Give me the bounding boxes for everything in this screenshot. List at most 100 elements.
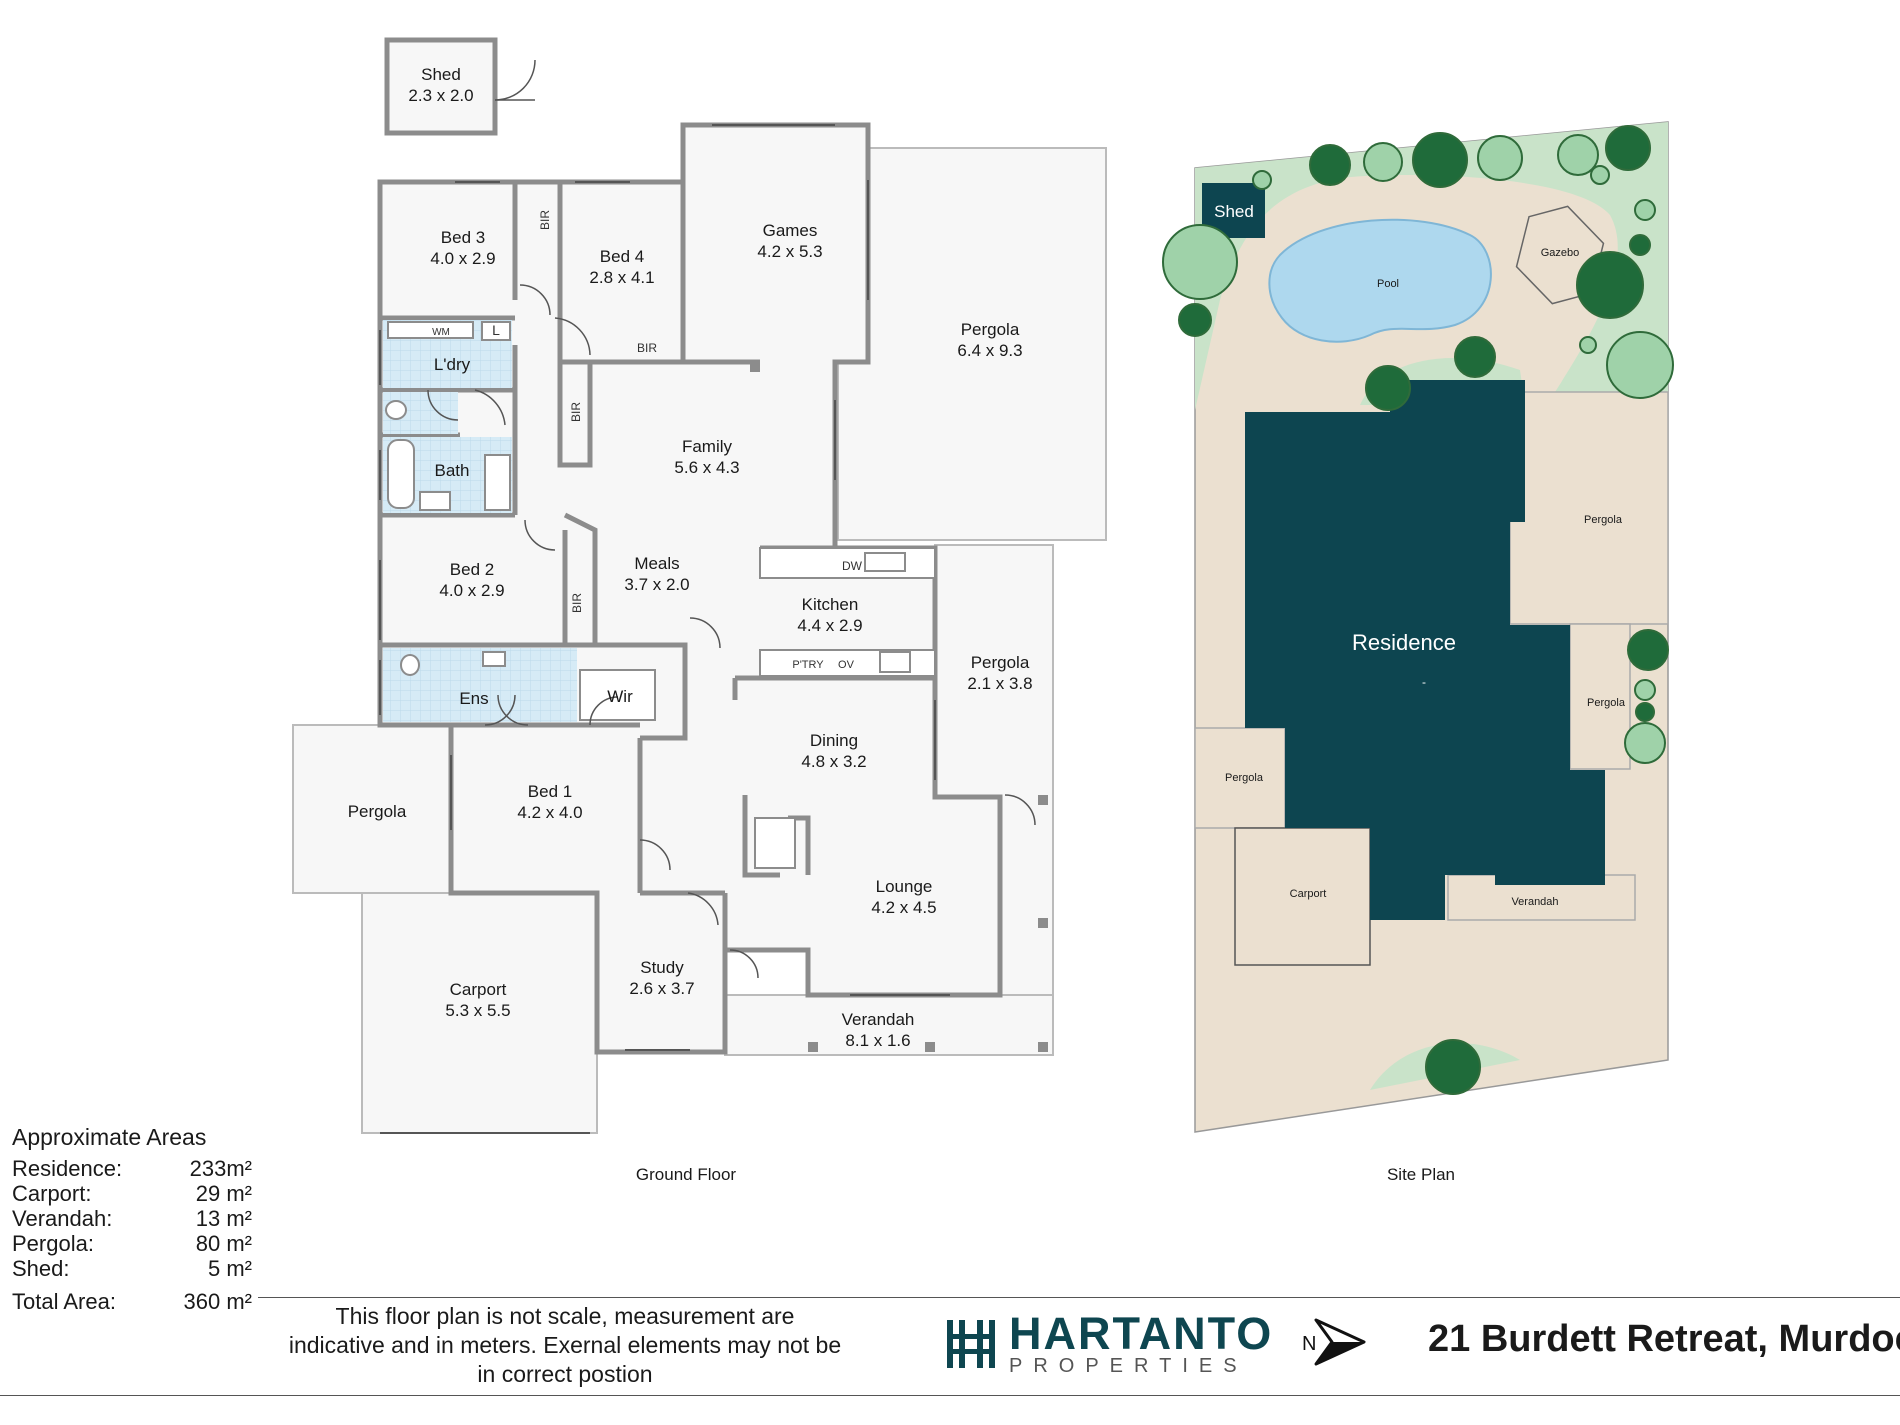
lounge-label: Lounge bbox=[876, 877, 933, 896]
carport-dims: 5.3 x 5.5 bbox=[445, 1001, 510, 1020]
area-row: Shed:5 m² bbox=[12, 1256, 252, 1281]
footer-bottom-divider bbox=[0, 1395, 1900, 1396]
disclaimer-line: indicative and in meters. Exernal elemen… bbox=[288, 1332, 842, 1358]
area-row: Carport:29 m² bbox=[12, 1181, 252, 1206]
total-label: Total Area: bbox=[12, 1289, 116, 1314]
tree bbox=[1635, 702, 1655, 722]
ground-floor-caption: Ground Floor bbox=[636, 1165, 736, 1184]
tree bbox=[1425, 1039, 1481, 1095]
tree bbox=[1252, 170, 1272, 190]
tree bbox=[1634, 199, 1656, 221]
area-value: 233m² bbox=[189, 1156, 252, 1181]
bir-label-3: BIR bbox=[569, 402, 583, 422]
carport-label: Carport bbox=[450, 980, 507, 999]
site-pool-label: Pool bbox=[1377, 278, 1399, 290]
area-row: Pergola: 80 m² bbox=[12, 1231, 252, 1256]
tree bbox=[1634, 679, 1656, 701]
pool bbox=[1268, 218, 1492, 343]
tree bbox=[1627, 629, 1669, 671]
bed2-dims: 4.0 x 2.9 bbox=[439, 581, 504, 600]
family-dims: 5.6 x 4.3 bbox=[674, 458, 739, 477]
bed1-dims: 4.2 x 4.0 bbox=[517, 803, 582, 822]
brand-mark-icon bbox=[947, 1320, 995, 1368]
lounge-dims: 4.2 x 4.5 bbox=[871, 898, 936, 917]
approximate-areas: Approximate Areas Residence: 233m² Carpor… bbox=[12, 1124, 252, 1315]
shed-dims: 2.3 x 2.0 bbox=[408, 86, 473, 105]
site-carport-label: Carport bbox=[1290, 888, 1327, 900]
tree bbox=[1454, 336, 1496, 378]
areas-title: Approximate Areas bbox=[12, 1124, 207, 1150]
wm-label: WM bbox=[432, 327, 450, 338]
tree bbox=[1477, 135, 1523, 181]
disclaimer-line: in correct postion bbox=[477, 1361, 653, 1387]
area-label: Pergola: bbox=[12, 1231, 94, 1256]
tree bbox=[1576, 251, 1644, 319]
site-pergola-l-label: Pergola bbox=[1225, 772, 1264, 784]
kitchen-dims: 4.4 x 2.9 bbox=[797, 616, 862, 635]
site-verandah-label: Verandah bbox=[1511, 896, 1558, 908]
brand-name: HARTANTO bbox=[1009, 1308, 1274, 1359]
tree bbox=[1606, 331, 1674, 399]
north-arrow-icon: N bbox=[1302, 1318, 1366, 1366]
pergola-left-label: Pergola bbox=[348, 802, 407, 821]
dining-label: Dining bbox=[810, 731, 858, 750]
property-address: 21 Burdett Retreat, Murdoch bbox=[1428, 1318, 1900, 1360]
tree bbox=[1178, 303, 1212, 337]
area-value: 80 m² bbox=[195, 1231, 252, 1256]
tree bbox=[1624, 722, 1666, 764]
study-dims: 2.6 x 3.7 bbox=[629, 979, 694, 998]
trees bbox=[1162, 125, 1674, 1095]
area-total-row: Total Area: 360 m² bbox=[12, 1289, 252, 1314]
shed-label: Shed bbox=[421, 65, 461, 84]
tree bbox=[1557, 134, 1599, 176]
bed4-dims: 2.8 x 4.1 bbox=[589, 268, 654, 287]
bir-label-4: BIR bbox=[570, 593, 584, 613]
tree bbox=[1605, 125, 1651, 171]
verandah-label: Verandah bbox=[842, 1010, 915, 1029]
area-value: 5 m² bbox=[208, 1256, 252, 1281]
carport-area bbox=[361, 892, 598, 1134]
site-plan bbox=[1162, 121, 1674, 1133]
dining-dims: 4.8 x 3.2 bbox=[801, 752, 866, 771]
area-value: 29 m² bbox=[195, 1181, 252, 1206]
tree bbox=[1363, 142, 1403, 182]
bed2-label: Bed 2 bbox=[450, 560, 494, 579]
site-residence-sub: - bbox=[1422, 675, 1426, 689]
pergola-main-area bbox=[837, 147, 1107, 541]
site-pergola-r1-label: Pergola bbox=[1584, 514, 1623, 526]
bed3-label: Bed 3 bbox=[441, 228, 485, 247]
l-label: L bbox=[492, 322, 500, 338]
pergola-main-dims: 6.4 x 9.3 bbox=[957, 341, 1022, 360]
brand-logo: HARTANTO PROPERTIES bbox=[945, 1308, 1274, 1377]
site-pergola-r2 bbox=[1569, 623, 1631, 770]
pergola-side-label: Pergola bbox=[971, 653, 1030, 672]
dw-label: DW bbox=[842, 559, 863, 573]
bed3-dims: 4.0 x 2.9 bbox=[430, 249, 495, 268]
bed4-label: Bed 4 bbox=[600, 247, 644, 266]
verandah-dims: 8.1 x 1.6 bbox=[845, 1031, 910, 1050]
ens-label: Ens bbox=[459, 689, 488, 708]
study-label: Study bbox=[640, 958, 684, 977]
brand-sub: PROPERTIES bbox=[1009, 1355, 1248, 1377]
pergola-side-dims: 2.1 x 3.8 bbox=[967, 674, 1032, 693]
tree bbox=[1579, 336, 1597, 354]
site-residence-label: Residence bbox=[1352, 630, 1456, 655]
tree bbox=[1629, 234, 1651, 256]
site-pergola-r1 bbox=[1509, 391, 1669, 625]
area-label: Verandah: bbox=[12, 1206, 113, 1231]
windows bbox=[379, 124, 950, 1134]
kitchen-label: Kitchen bbox=[802, 595, 859, 614]
posts bbox=[750, 362, 1048, 1052]
meals-dims: 3.7 x 2.0 bbox=[624, 575, 689, 594]
bir-label-1: BIR bbox=[538, 210, 552, 230]
area-row: Residence: 233m² bbox=[12, 1156, 252, 1181]
bed1-label: Bed 1 bbox=[528, 782, 572, 801]
footer-divider bbox=[258, 1297, 1900, 1298]
area-label: Residence: bbox=[12, 1156, 123, 1181]
site-pergola-r2-label: Pergola bbox=[1587, 697, 1626, 709]
disclaimer: This floor plan is not scale, measuremen… bbox=[265, 1302, 865, 1389]
north-label: N bbox=[1302, 1333, 1316, 1355]
total-value: 360 m² bbox=[183, 1289, 252, 1314]
site-plan-caption: Site Plan bbox=[1387, 1165, 1455, 1184]
